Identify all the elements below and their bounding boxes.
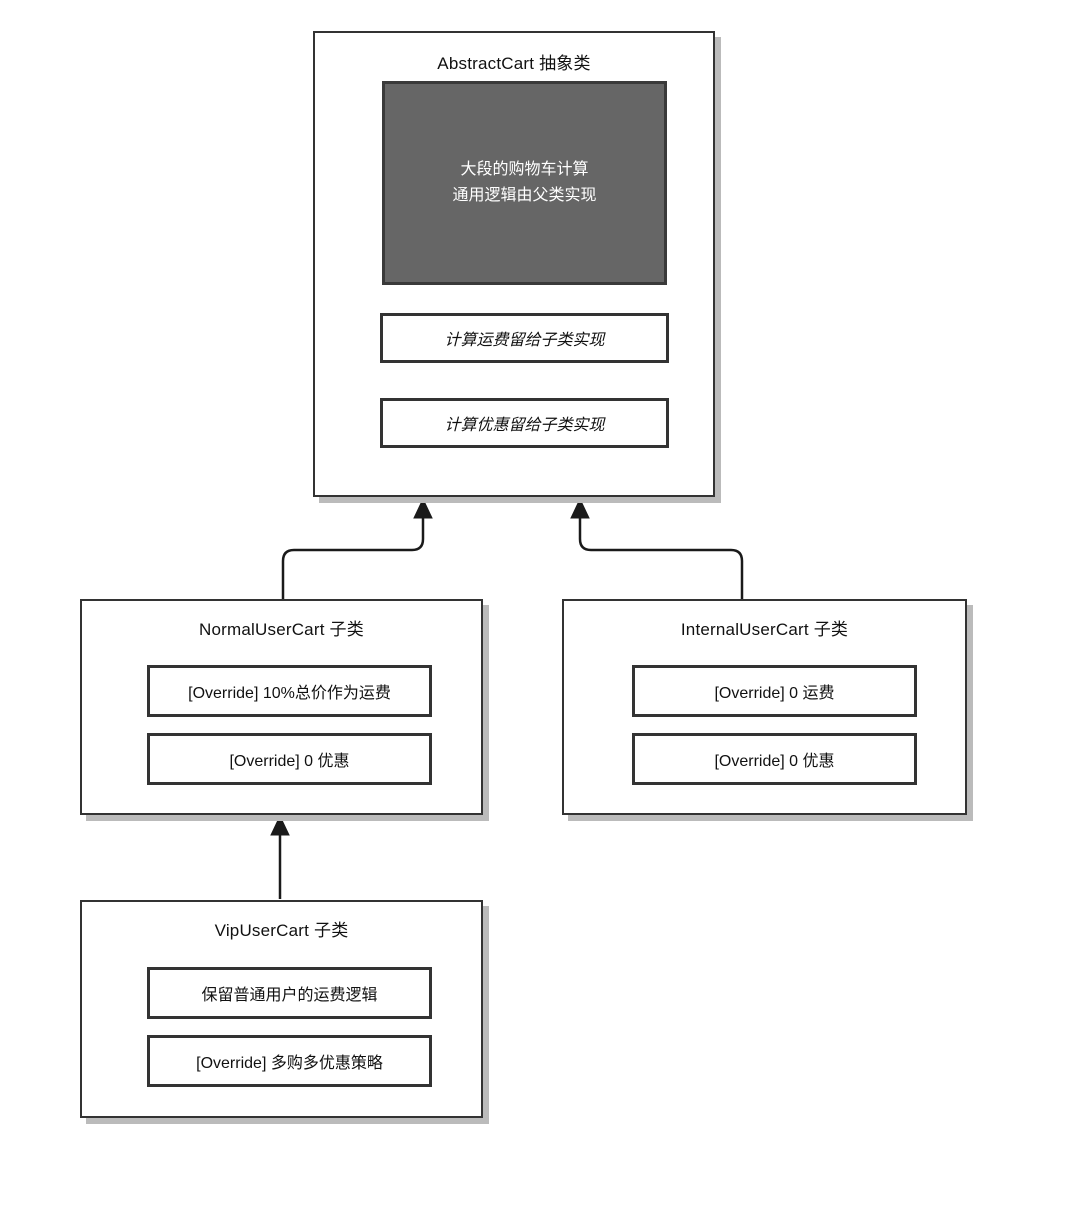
class-box-vipusercart: VipUserCart 子类 保留普通用户的运费逻辑 [Override] 多购… — [80, 900, 483, 1118]
method-vip-shipping: 保留普通用户的运费逻辑 — [147, 967, 432, 1019]
class-box-internalusercart: InternalUserCart 子类 [Override] 0 运费 [Ove… — [562, 599, 967, 815]
common-logic-note: 大段的购物车计算 通用逻辑由父类实现 — [382, 81, 667, 285]
inheritance-arrow-vip-to-normal — [270, 814, 290, 899]
class-title-abstractcart: AbstractCart 抽象类 — [437, 54, 591, 73]
class-title-normalusercart: NormalUserCart 子类 — [199, 620, 364, 639]
abstract-method-shipping: 计算运费留给子类实现 — [380, 313, 669, 363]
common-logic-line-1: 大段的购物车计算 — [460, 161, 589, 179]
class-title-vipusercart: VipUserCart 子类 — [214, 921, 349, 940]
method-internal-shipping: [Override] 0 运费 — [632, 665, 917, 717]
common-logic-line-2: 通用逻辑由父类实现 — [452, 187, 597, 204]
method-normal-shipping: [Override] 10%总价作为运费 — [147, 665, 432, 717]
arrowhead-up-icon — [270, 814, 290, 836]
inheritance-arrow-internal-to-abstract — [570, 497, 744, 599]
abstract-method-discount: 计算优惠留给子类实现 — [380, 398, 669, 448]
class-box-abstractcart: AbstractCart 抽象类 大段的购物车计算 通用逻辑由父类实现 计算运费… — [313, 31, 715, 497]
method-internal-discount: [Override] 0 优惠 — [632, 733, 917, 785]
arrowhead-up-icon — [570, 497, 590, 519]
method-normal-discount: [Override] 0 优惠 — [147, 733, 432, 785]
inheritance-arrow-normal-to-abstract — [281, 497, 433, 599]
arrowhead-up-icon — [413, 497, 433, 519]
method-vip-discount: [Override] 多购多优惠策略 — [147, 1035, 432, 1087]
class-title-internalusercart: InternalUserCart 子类 — [680, 620, 849, 639]
class-box-normalusercart: NormalUserCart 子类 [Override] 10%总价作为运费 [… — [80, 599, 483, 815]
